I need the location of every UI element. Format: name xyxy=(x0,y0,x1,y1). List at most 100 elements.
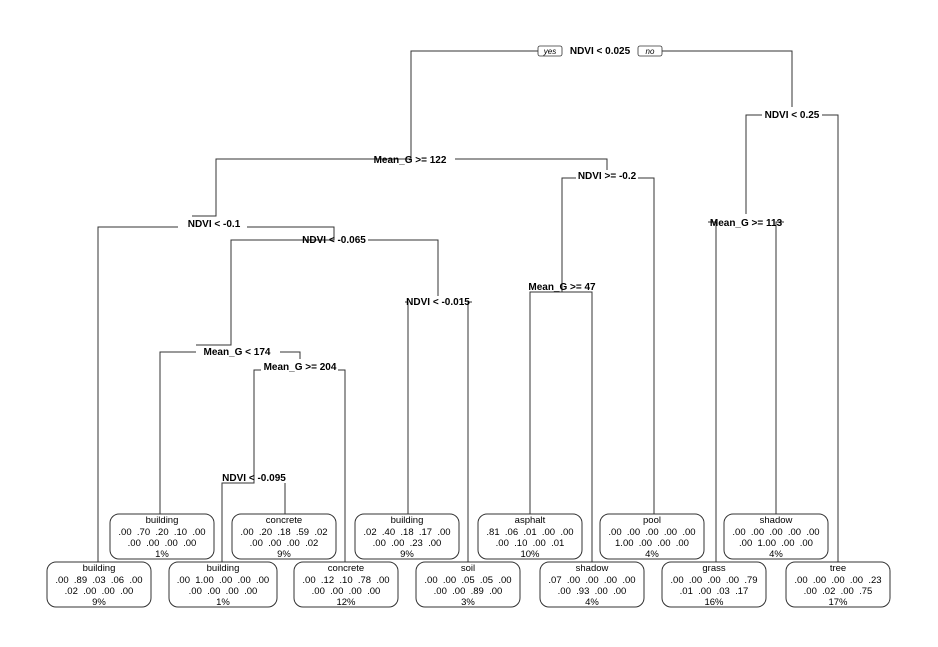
leaf-probs-row2: .00 .02 .00 .75 xyxy=(804,586,873,597)
edge-mean-g-174-yes xyxy=(159,351,196,514)
leaf-box xyxy=(168,561,278,608)
leaf-probs-row2: .00 .93 .00 .00 xyxy=(558,586,627,597)
leaf-probs-row1: .00 .00 .00 .00 .23 xyxy=(794,575,881,586)
leaf-box xyxy=(415,561,521,608)
leaf-box xyxy=(661,561,767,608)
yes-tag xyxy=(537,45,563,57)
leaf-box xyxy=(109,513,215,560)
split-mean-g-113: Mean_G >= 113 xyxy=(710,218,783,229)
leaf-building-d: building .02 .40 .18 .17 .00 .00 .00 .23… xyxy=(354,513,460,560)
edge-ndvi-neg-015-no xyxy=(467,301,472,562)
leaf-box xyxy=(785,561,891,608)
leaf-percent: 4% xyxy=(645,549,659,560)
leaf-percent: 4% xyxy=(769,549,783,560)
leaf-probs-row2: .00 .00 .00 .00 xyxy=(189,586,258,597)
leaf-percent: 9% xyxy=(400,549,414,560)
leaf-shadow-b: shadow .00 .00 .00 .00 .00 .00 1.00 .00 … xyxy=(723,513,829,560)
split-ndvi-neg-065: NDVI < -0.065 xyxy=(302,235,366,246)
split-mean-g-122: Mean_G >= 122 xyxy=(374,155,447,166)
edge-ndvi-025-yes xyxy=(745,114,762,214)
yes-tag-label: yes xyxy=(543,47,556,56)
leaf-class: soil xyxy=(461,563,475,574)
split-ndvi-025: NDVI < 0.25 xyxy=(765,110,820,121)
leaf-probs-row1: .07 .00 .00 .00 .00 xyxy=(548,575,635,586)
leaf-probs-row2: .00 .00 .23 .00 xyxy=(373,538,442,549)
split-mean-g-47: Mean_G >= 47 xyxy=(528,282,596,293)
leaf-probs-row2: 1.00 .00 .00 .00 xyxy=(615,538,689,549)
edge-mean-g-47-yes xyxy=(529,280,563,514)
root-split: yes NDVI < 0.025 no xyxy=(537,45,663,57)
no-tag-label: no xyxy=(646,47,655,56)
split-labels: Mean_G >= 122 NDVI < 0.25 NDVI < -0.1 ND… xyxy=(188,110,820,484)
edge-mean-g-113-no xyxy=(775,221,784,514)
leaf-box xyxy=(231,513,337,560)
leaf-percent: 3% xyxy=(461,597,475,608)
leaf-asphalt: asphalt .81 .06 .01 .00 .00 .00 .10 .00 … xyxy=(477,513,583,560)
leaf-class: shadow xyxy=(576,563,609,574)
leaf-probs-row2: .02 .00 .00 .00 xyxy=(65,586,134,597)
leaf-class: asphalt xyxy=(515,515,546,526)
edge-ndvi-neg-065-yes xyxy=(196,239,301,346)
edge-mean-g-122-no xyxy=(455,158,608,170)
leaf-probs-row1: .02 .40 .18 .17 .00 xyxy=(363,527,450,538)
leaf-class: concrete xyxy=(328,563,364,574)
leaf-percent: 9% xyxy=(277,549,291,560)
leaf-probs-row1: .00 .00 .00 .00 .00 xyxy=(608,527,695,538)
leaf-percent: 16% xyxy=(704,597,724,608)
edge-mean-g-122-yes xyxy=(192,158,364,217)
leaf-box xyxy=(539,561,645,608)
leaf-class: tree xyxy=(830,563,846,574)
leaf-percent: 10% xyxy=(520,549,540,560)
edge-mean-g-204-no xyxy=(338,369,346,562)
leaf-pool: pool .00 .00 .00 .00 .00 1.00 .00 .00 .0… xyxy=(599,513,705,560)
leaf-box xyxy=(354,513,460,560)
leaf-probs-row1: .00 .89 .03 .06 .00 xyxy=(55,575,142,586)
leaf-probs-row2: .00 .10 .00 .01 xyxy=(496,538,565,549)
leaf-box xyxy=(599,513,705,560)
tree-edges xyxy=(97,50,839,562)
leaf-percent: 1% xyxy=(155,549,169,560)
leaf-building-a: building .00 .89 .03 .06 .00 .02 .00 .00… xyxy=(46,561,152,608)
split-ndvi-neg-095: NDVI < -0.095 xyxy=(222,473,286,484)
leaf-class: building xyxy=(207,563,240,574)
no-tag xyxy=(637,45,663,57)
edge-ndvi-neg-01-yes xyxy=(97,226,178,562)
leaf-shadow-a: shadow .07 .00 .00 .00 .00 .00 .93 .00 .… xyxy=(539,561,645,608)
leaf-probs-row1: .00 1.00 .00 .00 .00 xyxy=(177,575,269,586)
leaf-probs-row2: .00 1.00 .00 .00 xyxy=(739,538,813,549)
split-mean-g-204: Mean_G >= 204 xyxy=(264,362,337,373)
leaf-probs-row1: .81 .06 .01 .00 .00 xyxy=(486,527,573,538)
leaf-box xyxy=(293,561,399,608)
leaf-percent: 12% xyxy=(336,597,356,608)
leaf-probs-row2: .01 .00 .03 .17 xyxy=(680,586,749,597)
edge-root-no xyxy=(662,50,793,107)
leaf-probs-row2: .00 .00 .00 .02 xyxy=(250,538,319,549)
edge-mean-g-113-yes xyxy=(708,221,717,562)
split-ndvi-neg-01: NDVI < -0.1 xyxy=(188,219,241,230)
edge-ndvi-025-no xyxy=(822,114,839,562)
leaf-box xyxy=(477,513,583,560)
split-ndvi-neg-015: NDVI < -0.015 xyxy=(406,297,470,308)
split-mean-g-174: Mean_G < 174 xyxy=(204,347,271,358)
edge-mean-g-47-no xyxy=(562,291,593,562)
edge-ndvi-neg-02-no xyxy=(638,177,655,514)
leaf-percent: 1% xyxy=(216,597,230,608)
leaf-concrete-b: concrete .00 .12 .10 .78 .00 .00 .00 .00… xyxy=(293,561,399,608)
leaf-probs-row1: .00 .70 .20 .10 .00 xyxy=(118,527,205,538)
leaf-percent: 9% xyxy=(92,597,106,608)
split-ndvi-neg-02: NDVI >= -0.2 xyxy=(578,171,637,182)
leaf-building-c: building .00 1.00 .00 .00 .00 .00 .00 .0… xyxy=(168,561,278,608)
leaf-class: building xyxy=(83,563,116,574)
leaf-probs-row1: .00 .20 .18 .59 .02 xyxy=(240,527,327,538)
leaf-class: pool xyxy=(643,515,661,526)
leaf-percent: 4% xyxy=(585,597,599,608)
edge-mean-g-204-yes xyxy=(253,369,261,470)
leaf-probs-row1: .00 .00 .00 .00 .00 xyxy=(732,527,819,538)
leaf-percent: 17% xyxy=(828,597,848,608)
edge-ndvi-neg-015-yes xyxy=(405,301,409,514)
leaf-probs-row1: .00 .00 .05 .05 .00 xyxy=(424,575,511,586)
edge-ndvi-neg-01-no xyxy=(247,226,335,241)
leaf-probs-row1: .00 .12 .10 .78 .00 xyxy=(302,575,389,586)
leaf-building-b: building .00 .70 .20 .10 .00 .00 .00 .00… xyxy=(109,513,215,560)
